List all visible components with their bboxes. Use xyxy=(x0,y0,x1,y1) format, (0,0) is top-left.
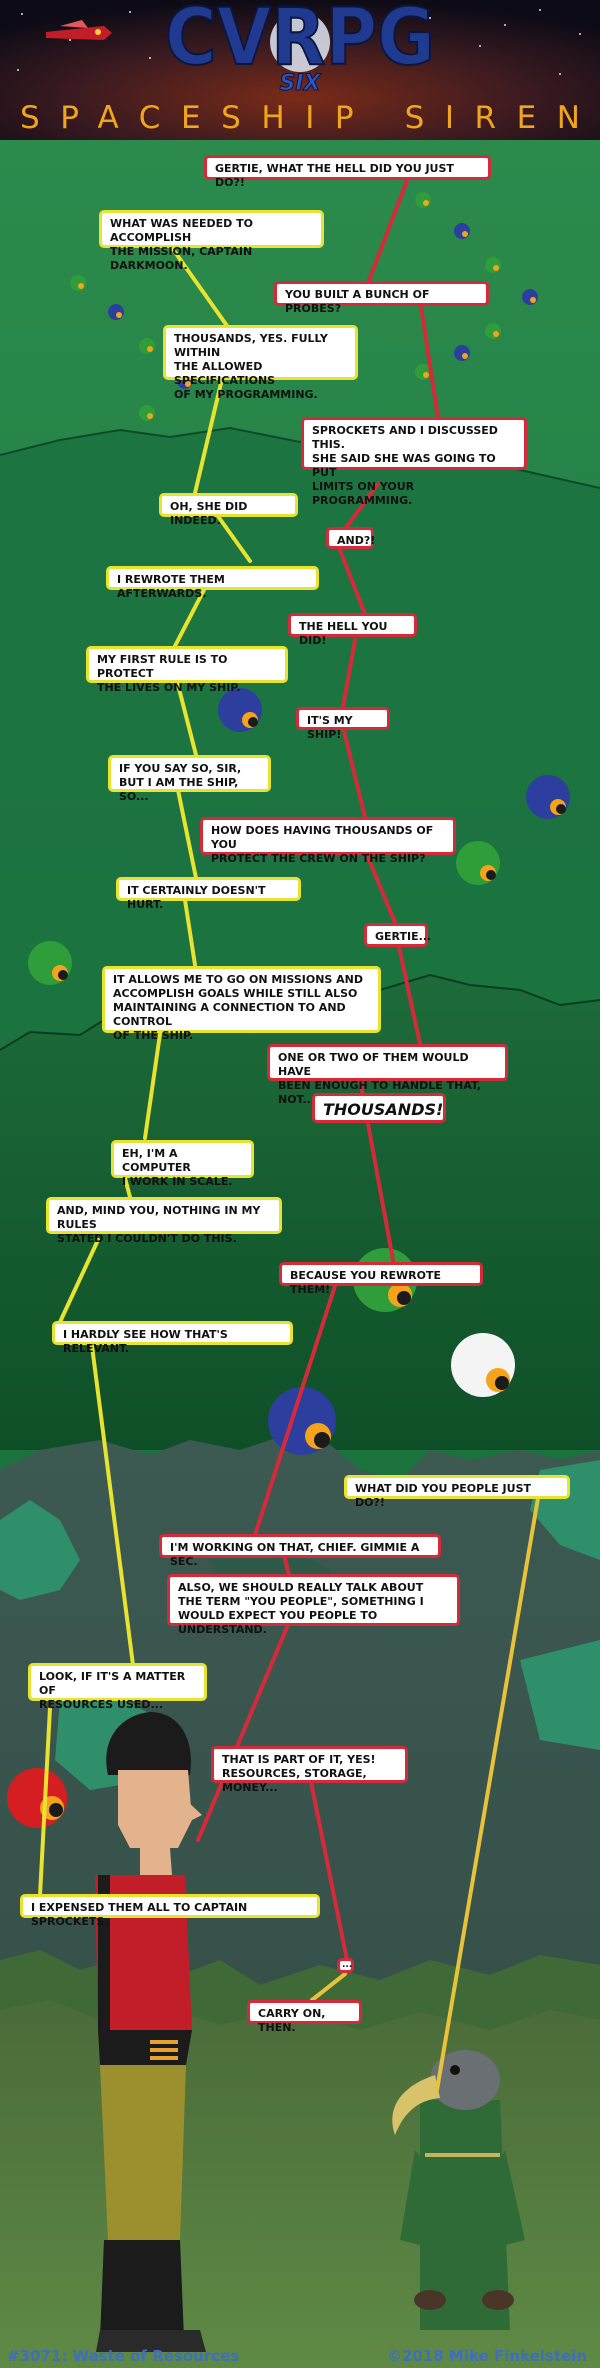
comic-header: CVRPG SIX SPACESHIP SIREN xyxy=(0,0,600,140)
speech-bubble-darkmoon: I'M WORKING ON THAT, CHIEF. GIMMIE A SEC… xyxy=(159,1534,441,1568)
probe-icon xyxy=(70,275,86,291)
speech-bubble-darkmoon: YOU BUILT A BUNCH OF PROBES? xyxy=(274,281,489,315)
probe-icon xyxy=(139,405,155,421)
probe-icon xyxy=(28,941,72,985)
speech-bubble-chief: CARRY ON, THEN. xyxy=(247,2000,362,2034)
speech-tails xyxy=(38,176,540,2092)
speech-bubble-darkmoon: ALSO, WE SHOULD REALLY TALK ABOUT THE TE… xyxy=(167,1574,460,1636)
speech-bubble-gertie: I EXPENSED THEM ALL TO CAPTAIN SPROCKETS… xyxy=(20,1894,320,1928)
probe-icon xyxy=(7,1768,67,1828)
probe-icon xyxy=(454,223,470,239)
speech-bubble-gertie: I HARDLY SEE HOW THAT'S RELEVANT. xyxy=(52,1321,293,1355)
copyright: ©2018 Mike Finkelstein xyxy=(386,2347,587,2365)
speech-bubble-gertie: WHAT WAS NEEDED TO ACCOMPLISH THE MISSIO… xyxy=(99,210,324,272)
speech-bubble-darkmoon: HOW DOES HAVING THOUSANDS OF YOU PROTECT… xyxy=(200,817,456,865)
speech-bubble-darkmoon: IT'S MY SHIP! xyxy=(296,707,390,741)
speech-bubble-darkmoon: AND?! xyxy=(326,527,375,549)
speech-bubble-darkmoon: BECAUSE YOU REWROTE THEM! xyxy=(279,1262,483,1296)
speech-bubble-gertie: MY FIRST RULE IS TO PROTECT THE LIVES ON… xyxy=(86,646,288,694)
probe-icon xyxy=(218,688,262,732)
speech-bubble-darkmoon: ONE OR TWO OF THEM WOULD HAVE BEEN ENOUG… xyxy=(267,1044,508,1106)
speech-bubble-darkmoon-ellipsis: ... xyxy=(337,1958,354,1973)
probe-icon xyxy=(415,192,431,208)
probe-icon xyxy=(108,304,124,320)
speech-bubble-darkmoon-shout: THOUSANDS! xyxy=(312,1093,446,1123)
probe-icon xyxy=(456,841,500,885)
speech-bubble-gertie: LOOK, IF IT'S A MATTER OF RESOURCES USED… xyxy=(28,1663,207,1711)
speech-bubble-darkmoon: GERTIE, WHAT THE HELL DID YOU JUST DO?! xyxy=(204,155,491,189)
probe-icon xyxy=(415,364,431,380)
probe-icon xyxy=(526,775,570,819)
speech-bubble-gertie: IT CERTAINLY DOESN'T HURT. xyxy=(116,877,301,911)
speech-bubble-darkmoon: GERTIE... xyxy=(364,923,431,947)
speech-bubble-gertie: THOUSANDS, YES. FULLY WITHIN THE ALLOWED… xyxy=(163,325,358,401)
speech-bubble-gertie: IT ALLOWS ME TO GO ON MISSIONS AND ACCOM… xyxy=(102,966,381,1042)
speech-bubble-darkmoon: THAT IS PART OF IT, YES! RESOURCES, STOR… xyxy=(211,1746,408,1794)
speech-bubble-gertie: IF YOU SAY SO, SIR, BUT I AM THE SHIP, S… xyxy=(108,755,271,803)
probe-icon xyxy=(139,338,155,354)
probe-swarm xyxy=(7,192,570,1828)
speech-bubble-gertie: AND, MIND YOU, NOTHING IN MY RULES STATE… xyxy=(46,1197,282,1245)
probe-icon xyxy=(268,1387,336,1455)
probe-icon xyxy=(451,1333,515,1397)
speech-bubble-gertie: EH, I'M A COMPUTER I WORK IN SCALE. xyxy=(111,1140,254,1188)
speech-bubble-gertie: I REWROTE THEM AFTERWARDS. xyxy=(106,566,319,600)
probe-icon xyxy=(485,323,501,339)
probe-icon xyxy=(522,289,538,305)
speech-bubble-darkmoon: SPROCKETS AND I DISCUSSED THIS. SHE SAID… xyxy=(301,417,527,507)
probe-icon xyxy=(454,345,470,361)
logo-text: CVRPG xyxy=(165,0,435,83)
spaceship-icon xyxy=(46,20,112,40)
chief-bird-alien xyxy=(392,2050,525,2330)
probe-icon xyxy=(485,257,501,273)
subtitle-badge: SIX xyxy=(280,71,322,96)
speech-bubble-chief: WHAT DID YOU PEOPLE JUST DO?! xyxy=(344,1475,570,1509)
speech-bubble-darkmoon: THE HELL YOU DID! xyxy=(288,613,417,647)
speech-bubble-gertie: OH, SHE DID INDEED. xyxy=(159,493,298,527)
issue-title: #3071: Waste of Resources xyxy=(7,2347,240,2365)
